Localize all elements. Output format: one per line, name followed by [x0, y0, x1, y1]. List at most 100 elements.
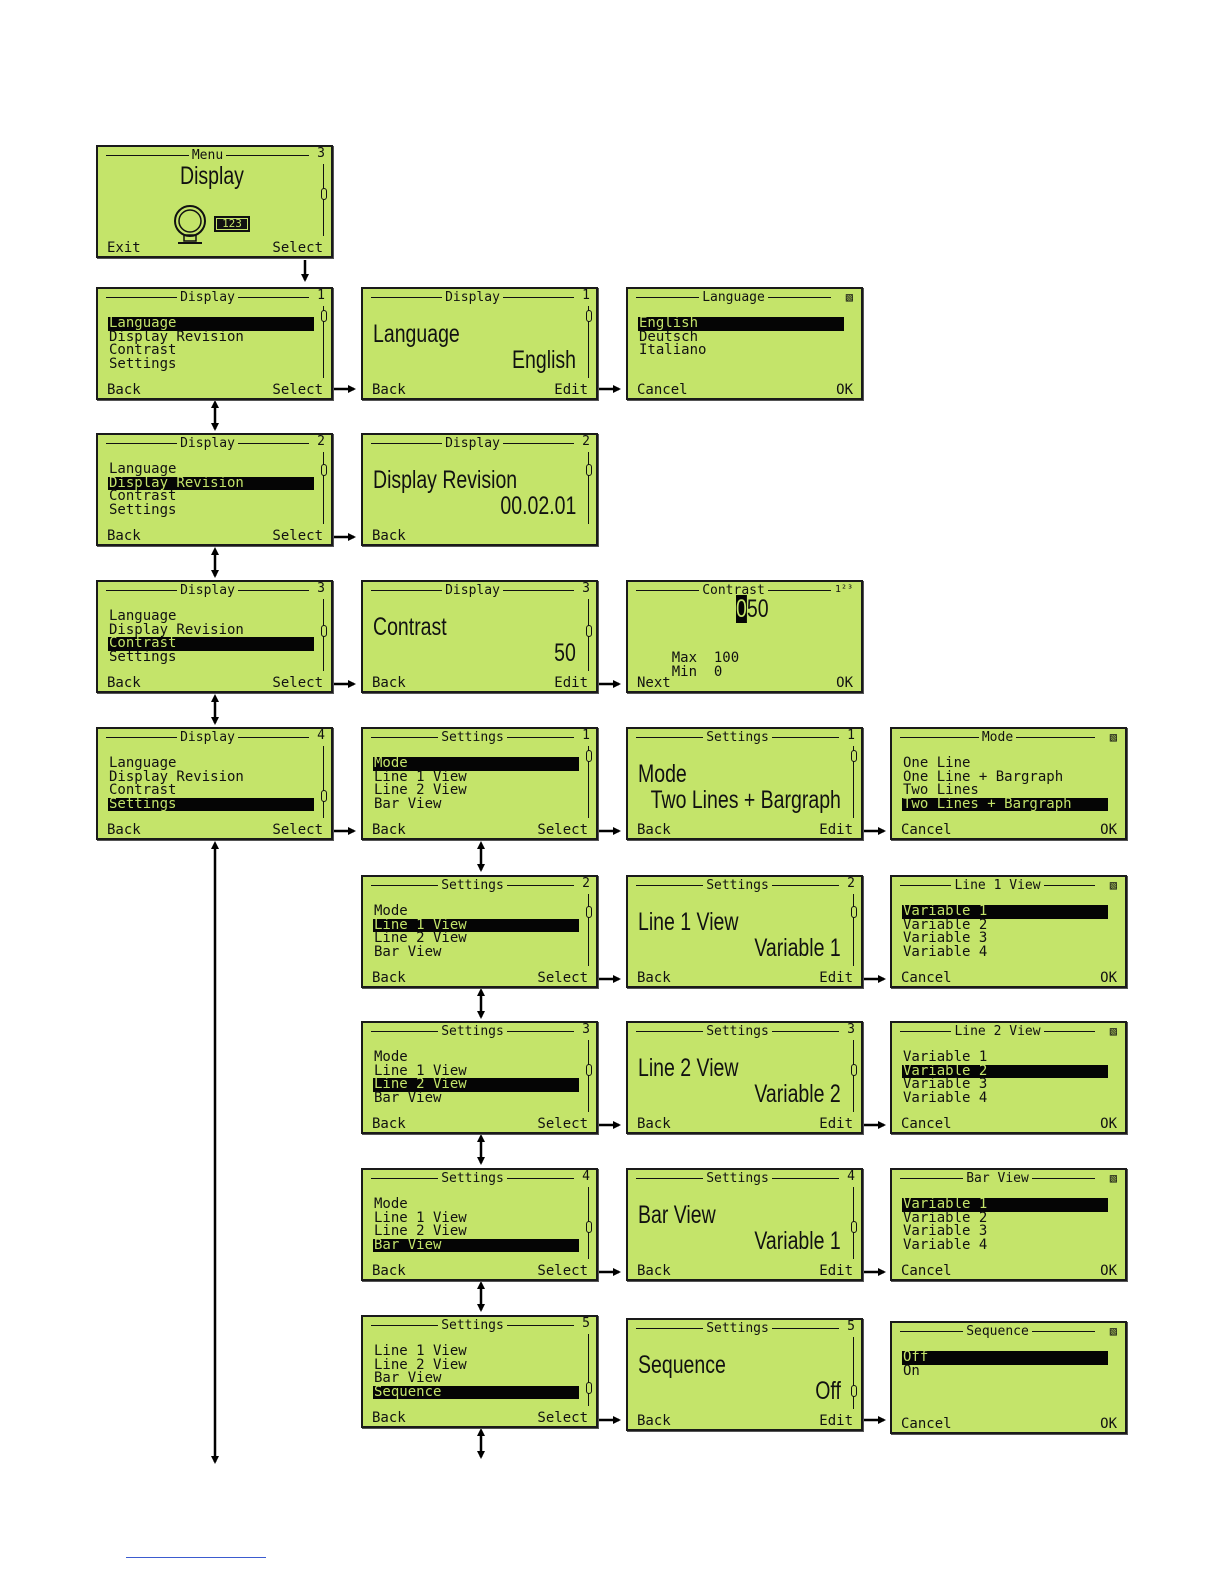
softkey-edit[interactable]: Edit	[819, 1116, 853, 1132]
softkey-back[interactable]: Back	[372, 970, 406, 986]
option-selected[interactable]: Off	[902, 1350, 1108, 1365]
softkey-ok[interactable]: OK	[836, 675, 853, 691]
menu-item-sequence[interactable]: Sequence	[373, 1385, 579, 1399]
menu-item-mode[interactable]: Mode	[373, 756, 579, 771]
menu-item-bar-view[interactable]: Bar View	[374, 795, 442, 812]
softkey-edit[interactable]: Edit	[819, 970, 853, 986]
menu-item-line1-view[interactable]: Line 1 View	[374, 1343, 467, 1359]
menu-item-display-revision[interactable]: Display Revision	[109, 621, 244, 638]
menu-item-language[interactable]: Language	[109, 608, 177, 624]
softkey-back[interactable]: Back	[372, 382, 406, 398]
option[interactable]: Variable 4	[903, 1236, 988, 1253]
option[interactable]: One Line	[903, 755, 971, 771]
menu-item-line2-view[interactable]: Line 2 View	[374, 930, 467, 946]
menu-item-language[interactable]: Language	[109, 461, 177, 477]
menu-item-bar-view[interactable]: Bar View	[373, 1238, 579, 1252]
softkey-cancel[interactable]: Cancel	[901, 1263, 952, 1279]
softkey-select[interactable]: Select	[537, 1263, 588, 1279]
softkey-edit[interactable]: Edit	[554, 675, 588, 691]
option[interactable]: Variable 1	[903, 1049, 988, 1065]
menu-item-line1-view[interactable]: Line 1 View	[373, 918, 579, 932]
softkey-select[interactable]: Select	[537, 970, 588, 986]
option-deutsch[interactable]: Deutsch	[639, 328, 699, 345]
menu-item-display-revision[interactable]: Display Revision	[108, 476, 314, 490]
option-selected[interactable]: Variable 2	[902, 1064, 1108, 1078]
menu-item-line2-view[interactable]: Line 2 View	[373, 1077, 579, 1092]
option[interactable]: Variable 3	[903, 930, 988, 946]
softkey-back[interactable]: Back	[372, 1116, 406, 1132]
softkey-back[interactable]: Back	[637, 970, 671, 986]
softkey-select[interactable]: Select	[537, 1410, 588, 1426]
softkey-select[interactable]: Select	[537, 1116, 588, 1132]
softkey-edit[interactable]: Edit	[554, 382, 588, 398]
option-selected[interactable]: Variable 1	[902, 904, 1108, 919]
option[interactable]: Variable 4	[903, 1089, 988, 1106]
option[interactable]: Variable 3	[903, 1223, 988, 1239]
menu-item-mode[interactable]: Mode	[374, 1049, 408, 1065]
softkey-ok[interactable]: OK	[1100, 1416, 1117, 1432]
softkey-back[interactable]: Back	[372, 675, 406, 691]
softkey-cancel[interactable]: Cancel	[901, 1116, 952, 1132]
menu-item-contrast[interactable]: Contrast	[109, 488, 177, 504]
softkey-select[interactable]: Select	[272, 675, 323, 691]
softkey-cancel[interactable]: Cancel	[901, 822, 952, 838]
menu-item-settings[interactable]: Settings	[109, 501, 177, 518]
softkey-select[interactable]: Select	[537, 822, 588, 838]
softkey-select[interactable]: Select	[272, 528, 323, 544]
menu-item-line1-view[interactable]: Line 1 View	[374, 768, 467, 785]
softkey-exit[interactable]: Exit	[107, 240, 141, 256]
softkey-back[interactable]: Back	[107, 675, 141, 691]
option[interactable]: Variable 2	[903, 916, 988, 933]
softkey-back[interactable]: Back	[637, 1413, 671, 1429]
menu-item-language[interactable]: Language	[108, 316, 314, 331]
menu-item-display-revision[interactable]: Display Revision	[109, 768, 244, 785]
softkey-cancel[interactable]: Cancel	[637, 382, 688, 398]
menu-item-contrast[interactable]: Contrast	[108, 636, 314, 651]
softkey-back[interactable]: Back	[107, 822, 141, 838]
menu-item-mode[interactable]: Mode	[374, 1196, 408, 1212]
menu-item-settings[interactable]: Settings	[109, 648, 177, 665]
menu-item-bar-view[interactable]: Bar View	[374, 1089, 442, 1106]
softkey-back[interactable]: Back	[372, 1263, 406, 1279]
softkey-ok[interactable]: OK	[1100, 1116, 1117, 1132]
softkey-back[interactable]: Back	[637, 1116, 671, 1132]
option-italiano[interactable]: Italiano	[639, 342, 707, 358]
menu-item-language[interactable]: Language	[109, 755, 177, 771]
softkey-edit[interactable]: Edit	[819, 1413, 853, 1429]
menu-item-line1-view[interactable]: Line 1 View	[374, 1209, 467, 1226]
menu-item-line2-view[interactable]: Line 2 View	[374, 1356, 467, 1373]
menu-item-display-revision[interactable]: Display Revision	[109, 328, 244, 345]
option-selected[interactable]: Two Lines + Bargraph	[902, 797, 1108, 811]
softkey-select[interactable]: Select	[272, 240, 323, 256]
menu-item-contrast[interactable]: Contrast	[109, 782, 177, 798]
menu-item-contrast[interactable]: Contrast	[109, 342, 177, 358]
menu-item-line2-view[interactable]: Line 2 View	[374, 1223, 467, 1239]
softkey-back[interactable]: Back	[107, 528, 141, 544]
softkey-back[interactable]: Back	[372, 1410, 406, 1426]
menu-item-bar-view[interactable]: Bar View	[374, 1370, 442, 1386]
softkey-edit[interactable]: Edit	[819, 1263, 853, 1279]
softkey-cancel[interactable]: Cancel	[901, 1416, 952, 1432]
option[interactable]: One Line + Bargraph	[903, 768, 1064, 785]
contrast-value-input[interactable]: 050	[736, 595, 769, 623]
option[interactable]: Two Lines	[903, 782, 979, 798]
menu-item-mode[interactable]: Mode	[374, 903, 408, 919]
softkey-back[interactable]: Back	[107, 382, 141, 398]
softkey-edit[interactable]: Edit	[819, 822, 853, 838]
menu-item-bar-view[interactable]: Bar View	[374, 943, 442, 960]
menu-item-line2-view[interactable]: Line 2 View	[374, 782, 467, 798]
softkey-select[interactable]: Select	[272, 822, 323, 838]
option[interactable]: Variable 4	[903, 943, 988, 960]
menu-item-settings[interactable]: Settings	[108, 797, 314, 811]
option[interactable]: Variable 2	[903, 1209, 988, 1226]
softkey-back[interactable]: Back	[372, 822, 406, 838]
softkey-back[interactable]: Back	[637, 822, 671, 838]
menu-item-settings[interactable]: Settings	[109, 355, 177, 372]
option-english[interactable]: English	[638, 316, 844, 331]
softkey-back[interactable]: Back	[372, 528, 406, 544]
menu-item-line1-view[interactable]: Line 1 View	[374, 1062, 467, 1079]
softkey-back[interactable]: Back	[637, 1263, 671, 1279]
softkey-ok[interactable]: OK	[1100, 822, 1117, 838]
option-selected[interactable]: Variable 1	[902, 1197, 1108, 1212]
softkey-ok[interactable]: OK	[836, 382, 853, 398]
